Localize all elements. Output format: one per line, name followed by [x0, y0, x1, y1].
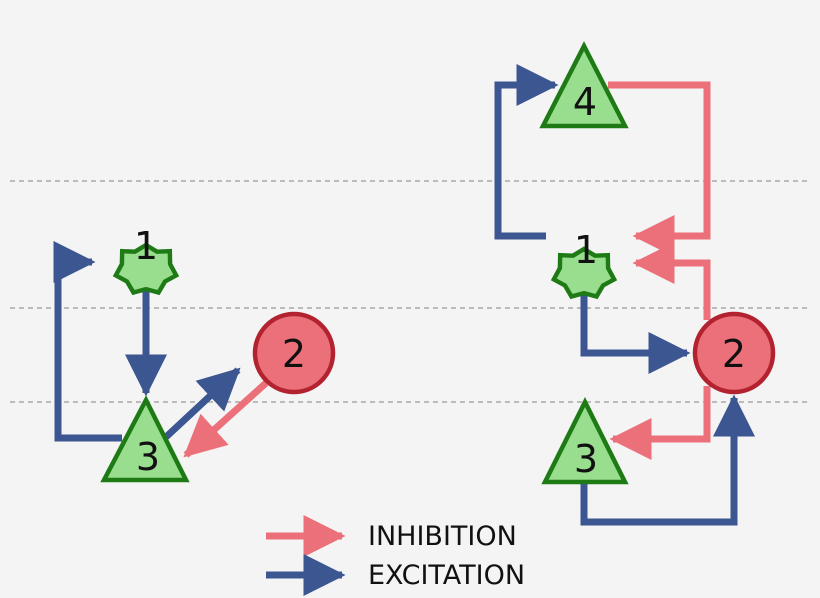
left-circuit: 1 2 3: [53, 224, 336, 483]
left-neuron-2-label: 2: [282, 332, 306, 376]
right-neuron-2-circle[interactable]: [692, 311, 776, 395]
right-excitation-1-to-4: [494, 64, 559, 240]
legend-inhibition-label: INHIBITION: [368, 521, 517, 552]
right-inhibition-4-to-1: [608, 81, 711, 257]
left-excitation-3-to-2: [163, 367, 241, 440]
right-neuron-4-triangle[interactable]: [539, 41, 629, 129]
right-neuron-1-label: 1: [574, 228, 598, 272]
legend: INHIBITION EXCITATION: [266, 515, 525, 596]
left-excitation-3-to-1: [53, 241, 122, 442]
right-neuron-4-label: 4: [573, 80, 597, 124]
right-neuron-3-label: 3: [574, 437, 598, 481]
left-neuron-3-label: 3: [136, 435, 160, 479]
left-neuron-1-star[interactable]: [112, 242, 180, 296]
right-excitation-1-to-2: [580, 290, 691, 374]
legend-excitation-label: EXCITATION: [368, 560, 525, 591]
right-circuit: 4 1 2 3: [494, 41, 776, 526]
right-neuron-1-star[interactable]: [550, 246, 618, 300]
left-inhibition-2-to-3: [183, 380, 269, 458]
left-neuron-2-circle[interactable]: [252, 311, 336, 395]
guide-lines: [10, 180, 810, 403]
left-neuron-3-triangle[interactable]: [100, 395, 190, 483]
right-inhibition-2-to-3: [609, 386, 711, 460]
right-excitation-3-to-2: [580, 394, 755, 526]
right-inhibition-2-to-1: [632, 242, 711, 320]
left-neuron-1-label: 1: [134, 224, 158, 268]
right-neuron-2-label: 2: [722, 332, 746, 376]
right-neuron-3-triangle[interactable]: [541, 396, 629, 485]
